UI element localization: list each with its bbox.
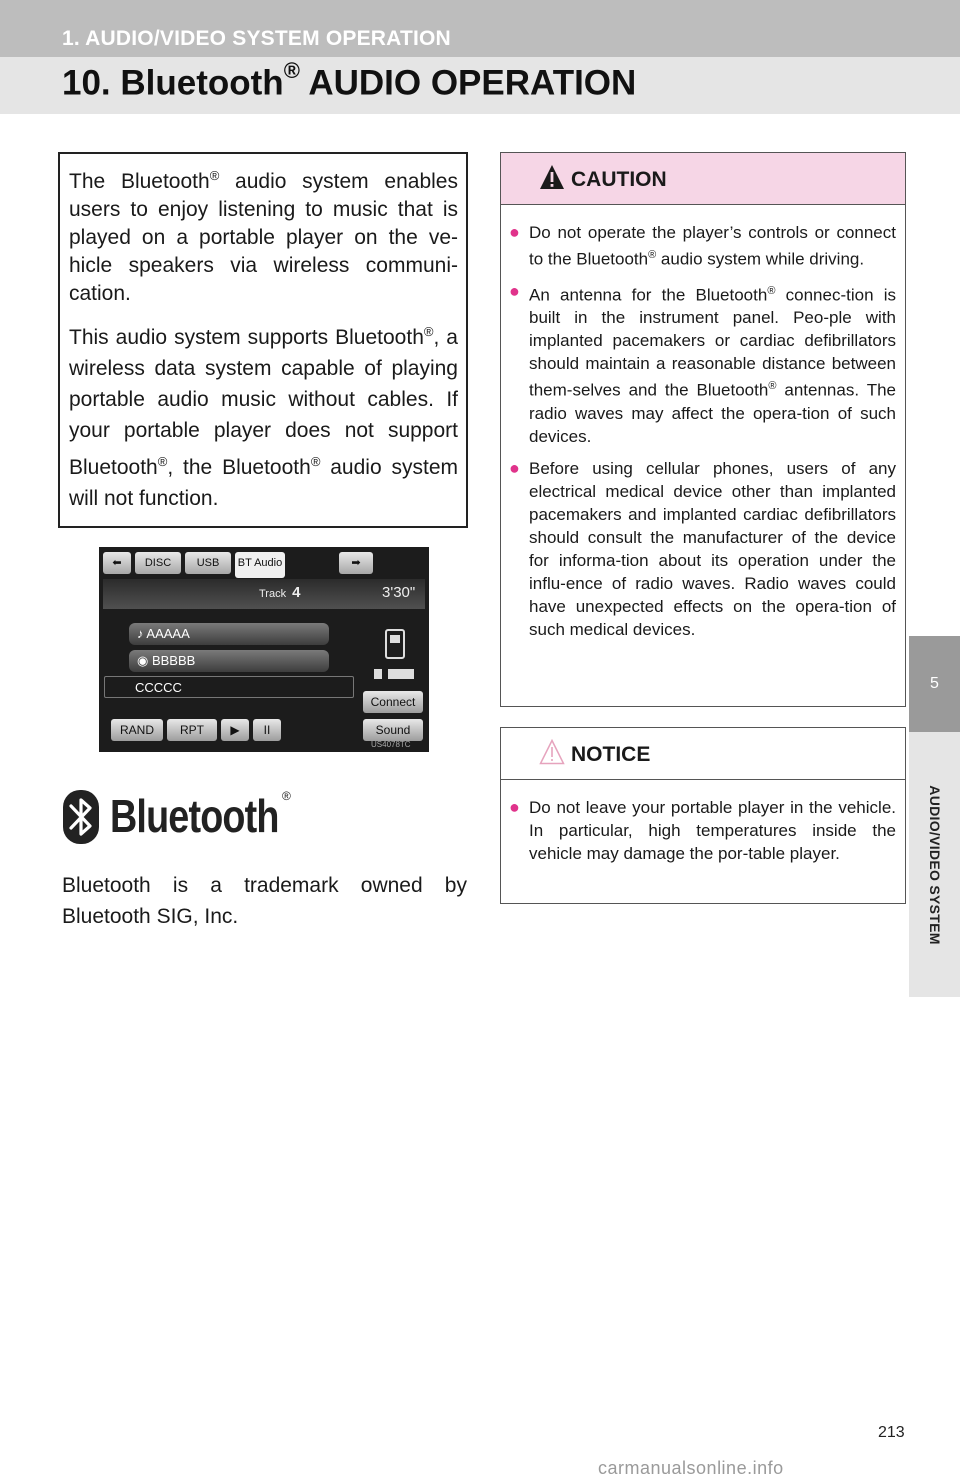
trademark-line-2: Bluetooth SIG, Inc. [62,905,239,928]
intro-box: The Bluetooth® audio system enables user… [58,152,468,528]
title-reg: ® [283,58,300,83]
tab-usb: USB [185,552,231,574]
rpt-button: RPT [167,719,217,741]
notice-header: NOTICE [501,728,905,780]
notice-list: ●Do not leave your portable player in th… [501,780,905,865]
album-row: ◉ BBBBB [129,650,329,672]
caution-title: CAUTION [571,168,667,191]
chapter-tab-number[interactable]: 5 [909,636,960,732]
notice-warning-icon [539,739,565,765]
bullet-icon: ● [509,280,520,301]
tab-bt-audio: BT Audio [235,552,285,578]
intro-paragraph-2: This audio system supports Bluetooth®, a… [69,324,458,510]
bluetooth-wordmark: Bluetooth [110,790,279,842]
trademark-line-1: Bluetooth is a trademark owned by [62,874,467,897]
bluetooth-reg-mark: ® [282,789,291,803]
notice-title: NOTICE [571,743,651,766]
warning-icon [540,165,564,189]
bullet-icon: ● [509,797,520,817]
bluetooth-logo: Bluetooth ® [62,789,302,845]
caution-item: ●Before using cellular phones, users of … [509,457,896,639]
track-time: 3'30" [382,584,416,601]
page-header: 1. AUDIO/VIDEO SYSTEM OPERATION 10. Blue… [0,0,960,114]
song-row: ♪ AAAAA [129,623,329,645]
track-bar [103,579,425,609]
intro-paragraph-1: The Bluetooth® audio system enables user… [69,168,458,305]
notice-box: NOTICE ●Do not leave your portable playe… [500,727,906,904]
tab-disc: DISC [135,552,181,574]
sound-button: Sound [363,719,423,741]
watermark: carmanualsonline.info [598,1458,784,1478]
bluetooth-icon [63,790,99,844]
forward-arrow-icon: ➡ [339,552,373,574]
chapter-tab-text: AUDIO/VIDEO SYSTEM [926,784,943,945]
notice-item: ●Do not leave your portable player in th… [509,797,896,863]
page-number: 213 [878,1424,905,1441]
phone-icon [385,629,405,659]
pause-icon: II [253,719,281,741]
section-label: 1. AUDIO/VIDEO SYSTEM OPERATION [62,27,451,50]
caution-list: ●Do not operate the player’s controls or… [501,205,905,641]
connect-button: Connect [363,691,423,713]
caution-header: CAUTION [501,153,905,205]
page-title: 10. Bluetooth® AUDIO OPERATION [62,58,637,104]
artist-row: CCCCC [104,676,354,698]
back-arrow-icon: ⬅ [103,552,131,574]
image-code: US4078TC [371,740,411,749]
caution-box: CAUTION ●Do not operate the player’s con… [500,152,906,707]
caution-item: ●Do not operate the player’s controls or… [509,222,896,269]
bullet-icon: ● [509,457,520,478]
bullet-icon: ● [509,222,520,242]
caution-item: ●An antenna for the Bluetooth® connec-ti… [509,280,896,446]
title-suffix: AUDIO OPERATION [299,63,637,103]
play-icon: ▶ [221,719,249,741]
battery-icon [374,669,414,679]
rand-button: RAND [111,719,163,741]
chapter-tab-label[interactable]: AUDIO/VIDEO SYSTEM [909,732,960,997]
section-bar [0,0,960,57]
trademark-note: Bluetooth is a trademark owned by Blueto… [62,870,467,932]
title-prefix: 10. Bluetooth [62,63,284,103]
